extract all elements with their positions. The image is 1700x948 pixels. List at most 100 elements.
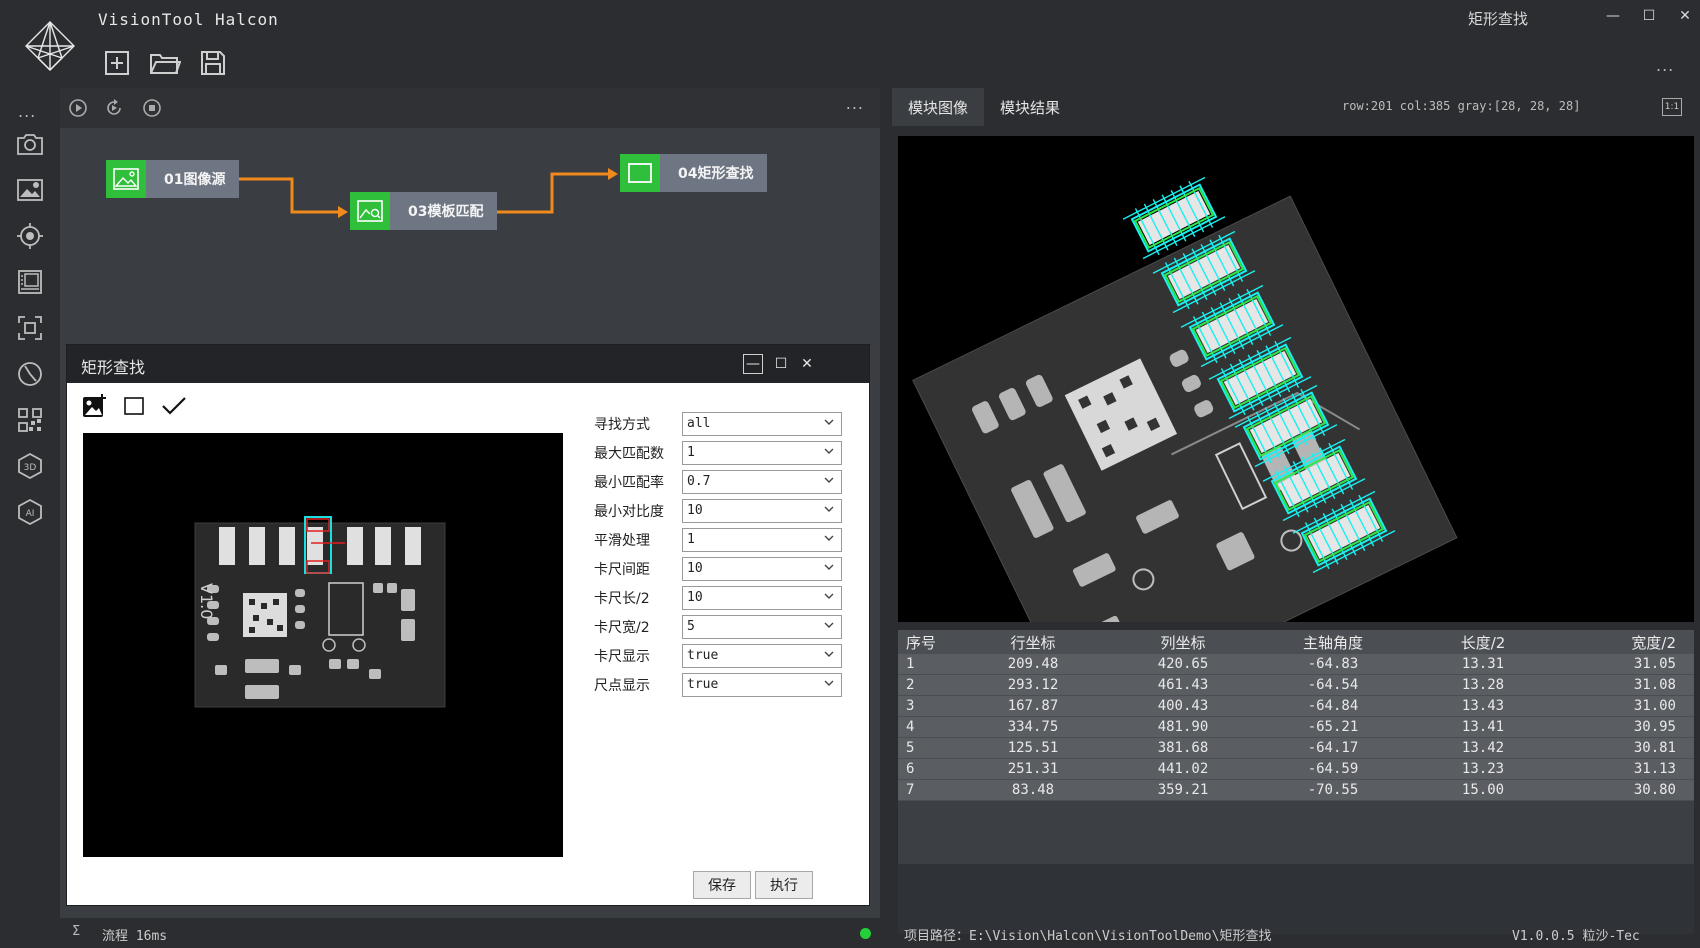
pcb-result-image xyxy=(912,176,1458,622)
table-cell: 31.05 xyxy=(1633,656,1676,672)
more-menu-button[interactable]: ... xyxy=(1656,56,1675,75)
param-max-matches: 最大匹配数 1 xyxy=(594,440,842,466)
table-cell: 420.65 xyxy=(1157,656,1209,672)
chevron-down-icon xyxy=(824,622,834,628)
flow-node-image-source[interactable]: 01图像源 xyxy=(106,160,240,198)
dialog-minimize-button[interactable]: — xyxy=(743,354,763,374)
table-cell: 31.08 xyxy=(1633,677,1676,693)
param-select[interactable]: all xyxy=(682,412,842,436)
open-folder-icon[interactable] xyxy=(148,46,182,80)
param-smoothing: 平滑处理 1 xyxy=(594,527,842,553)
flow-node-rect-find[interactable]: 04矩形查找 xyxy=(620,154,768,192)
param-caliper-spacing: 卡尺间距 10 xyxy=(594,556,842,582)
save-icon[interactable] xyxy=(196,46,230,80)
tab-module-result[interactable]: 模块结果 xyxy=(1000,98,1061,117)
draw-rectangle-icon[interactable] xyxy=(119,391,149,421)
loop-run-icon[interactable] xyxy=(104,98,124,118)
param-select[interactable]: 1 xyxy=(682,528,842,552)
image-list-icon[interactable] xyxy=(14,266,46,298)
measure-icon[interactable] xyxy=(14,358,46,390)
image-search-icon xyxy=(350,192,390,230)
result-image-view[interactable] xyxy=(898,136,1694,622)
run-button[interactable]: 执行 xyxy=(755,871,813,899)
chevron-down-icon xyxy=(824,564,834,570)
detected-rect xyxy=(1122,176,1226,260)
param-select[interactable]: 10 xyxy=(682,499,842,523)
left-more-button[interactable]: ... xyxy=(18,102,37,121)
param-caliper-half-length: 卡尺长/2 10 xyxy=(594,585,842,611)
table-cell: 359.21 xyxy=(1157,782,1209,798)
save-button[interactable]: 保存 xyxy=(693,871,751,899)
panel-divider[interactable] xyxy=(880,88,892,948)
confirm-check-icon[interactable] xyxy=(159,391,189,421)
table-cell: 125.51 xyxy=(1007,740,1059,756)
maximize-button[interactable]: ☐ xyxy=(1642,8,1656,24)
table-cell: 83.48 xyxy=(1011,782,1055,798)
image-settings-icon[interactable] xyxy=(14,174,46,206)
table-cell: 400.43 xyxy=(1157,698,1209,714)
minimize-button[interactable]: — xyxy=(1606,8,1620,24)
3d-icon[interactable]: 3D xyxy=(14,450,46,482)
result-empty-area xyxy=(898,864,1694,934)
image-icon xyxy=(106,160,146,198)
table-cell: 334.75 xyxy=(1007,719,1059,735)
param-select[interactable]: 5 xyxy=(682,615,842,639)
camera-icon[interactable] xyxy=(14,128,46,160)
param-select[interactable]: 10 xyxy=(682,586,842,610)
table-cell: -64.17 xyxy=(1307,740,1359,756)
qrcode-icon[interactable] xyxy=(14,404,46,436)
fit-image-button[interactable]: 1:1 xyxy=(1662,98,1682,116)
tab-module-image[interactable]: 模块图像 xyxy=(892,88,985,126)
table-cell: 15.00 xyxy=(1461,782,1505,798)
status-indicator xyxy=(860,928,871,939)
dialog-title-bar[interactable]: 矩形查找 — ☐ ✕ xyxy=(67,345,869,383)
param-select[interactable]: true xyxy=(682,644,842,668)
project-status-bar: 项目路径：E:\Vision\Halcon\VisionToolDemo\矩形查… xyxy=(892,918,1700,948)
chevron-down-icon xyxy=(824,506,834,512)
flow-node-label: 01图像源 xyxy=(164,172,226,188)
param-select[interactable]: 1 xyxy=(682,441,842,465)
flow-node-template-match[interactable]: 03模板匹配 xyxy=(350,192,498,230)
dialog-image-view[interactable]: V1.0 xyxy=(83,433,563,857)
version-label: V1.0.0.5 粒沙-Tec xyxy=(1512,929,1640,944)
add-image-icon[interactable] xyxy=(79,391,109,421)
table-cell: 30.80 xyxy=(1633,782,1676,798)
focus-frame-icon[interactable] xyxy=(14,312,46,344)
dialog-title: 矩形查找 xyxy=(81,358,146,377)
main-toolbar xyxy=(100,46,230,80)
flow-more-button[interactable]: ... xyxy=(845,94,864,113)
ai-icon[interactable]: AI xyxy=(14,496,46,528)
param-select[interactable]: 10 xyxy=(682,557,842,581)
run-icon[interactable] xyxy=(68,98,88,118)
table-cell: 167.87 xyxy=(1007,698,1059,714)
flow-toolbar: ... xyxy=(60,88,880,128)
table-cell: 13.42 xyxy=(1461,740,1505,756)
dialog-close-button[interactable]: ✕ xyxy=(801,356,813,372)
param-select[interactable]: 0.7 xyxy=(682,470,842,494)
table-cell: 5 xyxy=(906,740,915,756)
dialog-maximize-button[interactable]: ☐ xyxy=(774,356,788,372)
close-button[interactable]: ✕ xyxy=(1679,8,1691,24)
param-point-display: 尺点显示 true xyxy=(594,672,842,698)
table-cell: 293.12 xyxy=(1007,677,1059,693)
chevron-down-icon xyxy=(824,593,834,599)
param-select[interactable]: true xyxy=(682,673,842,697)
table-cell: -64.84 xyxy=(1307,698,1359,714)
new-file-icon[interactable] xyxy=(100,46,134,80)
pcb-label: V1.0 xyxy=(197,583,216,619)
table-cell: 7 xyxy=(906,782,915,798)
table-cell: -64.54 xyxy=(1307,677,1359,693)
target-icon[interactable] xyxy=(14,220,46,252)
stop-icon[interactable] xyxy=(142,98,162,118)
param-caliper-display: 卡尺显示 true xyxy=(594,643,842,669)
chevron-down-icon xyxy=(824,651,834,657)
